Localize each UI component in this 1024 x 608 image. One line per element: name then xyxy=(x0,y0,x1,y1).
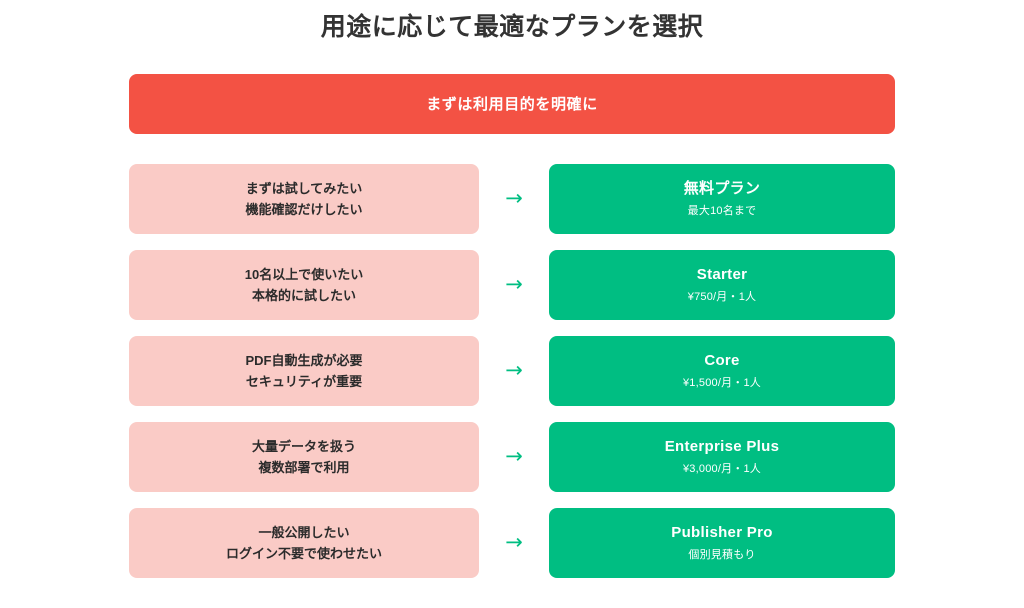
need-line-1: まずは試してみたい xyxy=(245,180,363,196)
plan-detail: ¥3,000/月・1人 xyxy=(682,462,762,475)
plan-detail: ¥750/月・1人 xyxy=(687,290,757,303)
plan-name: Core xyxy=(704,352,740,370)
need-line-1: PDF自動生成が必要 xyxy=(245,352,363,368)
need-line-2: 複数部署で利用 xyxy=(258,459,350,475)
plan-mapping-list: まずは試してみたい 機能確認だけしたい → 無料プラン 最大10名まで 10名以… xyxy=(129,163,895,578)
need-line-2: ログイン不要で使わせたい xyxy=(225,545,382,561)
content-container: まずは利用目的を明確に まずは試してみたい 機能確認だけしたい → 無料プラン … xyxy=(129,45,895,578)
plan-mapping-row: 一般公開したい ログイン不要で使わせたい → Publisher Pro 個別見… xyxy=(129,507,895,578)
plan-box[interactable]: Starter ¥750/月・1人 xyxy=(549,249,895,320)
plan-name: Publisher Pro xyxy=(671,524,773,542)
plan-detail: 個別見積もり xyxy=(688,548,756,561)
plan-box[interactable]: Publisher Pro 個別見積もり xyxy=(549,507,895,578)
arrow-right-icon: → xyxy=(505,444,523,469)
need-line-1: 一般公開したい xyxy=(258,524,350,540)
plan-mapping-row: 10名以上で使いたい 本格的に試したい → Starter ¥750/月・1人 xyxy=(129,249,895,320)
arrow-right-icon: → xyxy=(505,272,523,297)
plan-box[interactable]: Core ¥1,500/月・1人 xyxy=(549,335,895,406)
plan-detail: 最大10名まで xyxy=(687,204,757,217)
intro-banner-label: まずは利用目的を明確に xyxy=(426,96,598,114)
plan-name: Starter xyxy=(696,266,748,284)
plan-mapping-row: PDF自動生成が必要 セキュリティが重要 → Core ¥1,500/月・1人 xyxy=(129,335,895,406)
plan-mapping-row: まずは試してみたい 機能確認だけしたい → 無料プラン 最大10名まで xyxy=(129,163,895,234)
need-box[interactable]: PDF自動生成が必要 セキュリティが重要 xyxy=(129,335,479,406)
arrow-right-icon: → xyxy=(505,530,523,555)
need-box[interactable]: まずは試してみたい 機能確認だけしたい xyxy=(129,163,479,234)
need-box[interactable]: 10名以上で使いたい 本格的に試したい xyxy=(129,249,479,320)
need-box[interactable]: 大量データを扱う 複数部署で利用 xyxy=(129,421,479,492)
need-line-2: 本格的に試したい xyxy=(251,287,356,303)
page-title: 用途に応じて最適なプランを選択 xyxy=(320,13,704,41)
arrow-right-icon: → xyxy=(505,358,523,383)
need-box[interactable]: 一般公開したい ログイン不要で使わせたい xyxy=(129,507,479,578)
need-line-2: セキュリティが重要 xyxy=(245,373,363,389)
intro-banner: まずは利用目的を明確に xyxy=(129,73,895,134)
arrow-right-icon: → xyxy=(505,186,523,211)
plan-box[interactable]: 無料プラン 最大10名まで xyxy=(549,163,895,234)
need-line-1: 大量データを扱う xyxy=(251,438,356,454)
plan-mapping-row: 大量データを扱う 複数部署で利用 → Enterprise Plus ¥3,00… xyxy=(129,421,895,492)
plan-detail: ¥1,500/月・1人 xyxy=(682,376,762,389)
need-line-1: 10名以上で使いたい xyxy=(244,266,364,282)
need-line-2: 機能確認だけしたい xyxy=(245,201,363,217)
plan-name: 無料プラン xyxy=(683,180,761,198)
plan-box[interactable]: Enterprise Plus ¥3,000/月・1人 xyxy=(549,421,895,492)
plan-name: Enterprise Plus xyxy=(664,438,780,456)
